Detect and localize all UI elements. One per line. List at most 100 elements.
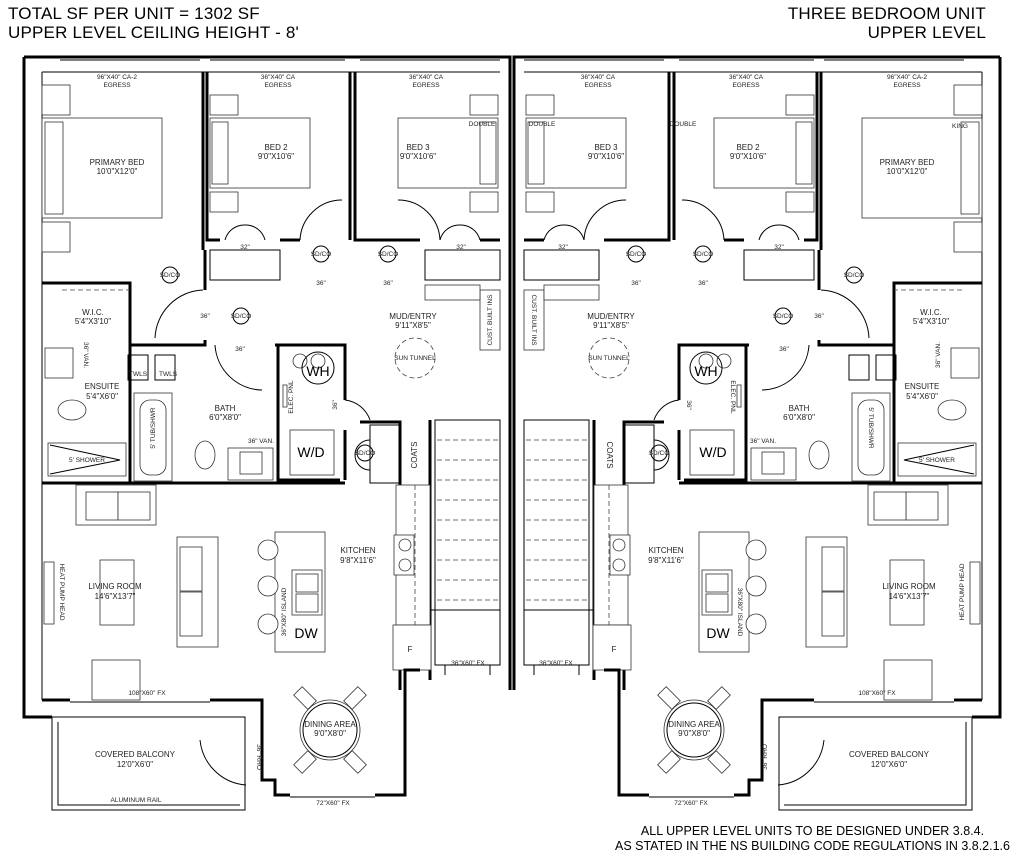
left-unit-label-living: LIVING ROOM [88, 582, 142, 591]
right-unit-label-fx-stair: 36"X60" FX [539, 660, 573, 667]
right-unit-label-kitchen-dim: 9'8"X11'6" [648, 556, 684, 565]
right-unit-label-wic-dim: 5'4"X3'10" [913, 317, 949, 326]
left-unit-label-shower: 5' SHOWER [69, 457, 105, 464]
smoke-co-detector-icon [356, 444, 374, 462]
left-unit-label-balcony-dim: 12'0"X6'0" [117, 760, 153, 769]
right-unit-label-coats: COATS [605, 442, 614, 469]
right-unit-label-van-36: 36" VAN. [935, 342, 942, 368]
right-unit-label-bed2-dim: 9'0"X10'6" [730, 152, 766, 161]
left-unit-label-closet-door: 32" [240, 244, 250, 251]
right-unit-label-wh: WH [694, 363, 717, 379]
total-sf-label: TOTAL SF PER UNIT = 1302 SF [8, 4, 260, 23]
left-unit-label-egress-bed2-size: 36"X40" CA [261, 74, 296, 81]
left-unit-label-ensuite: ENSUITE [85, 382, 120, 391]
left-unit-label-island: 36"X80" ISLAND [281, 587, 288, 636]
code-note-2: AS STATED IN THE NS BUILDING CODE REGULA… [614, 839, 1010, 853]
code-notes: ALL UPPER LEVEL UNITS TO BE DESIGNED UND… [615, 824, 1010, 854]
left-unit-label-dining: DINING AREA [304, 720, 356, 729]
right-unit-label-fridge: F [612, 645, 617, 654]
right-unit-label-bed3-size: DOUBLE [529, 121, 556, 128]
right-unit-label-balcony: COVERED BALCONY [849, 750, 930, 759]
left-unit-label-ensuite-dim: 5'4"X6'0" [86, 392, 118, 401]
left-unit-label-kitchen-dim: 9'8"X11'6" [340, 556, 376, 565]
left-unit-label-wic-dim: 5'4"X3'10" [75, 317, 111, 326]
right-unit-label-wic: W.I.C. [920, 308, 942, 317]
left-unit-label-fridge: F [408, 645, 413, 654]
right-unit-label-fx-dining: 72"X60" FX [674, 800, 708, 807]
smoke-co-detector-icon [627, 245, 645, 263]
right-unit-label-closet-door: 32" [774, 244, 784, 251]
right-unit-label-dw: DW [706, 625, 730, 641]
left-unit-label-coats: COATS [410, 442, 419, 469]
left-unit-label-rail: ALUMINUM RAIL [111, 797, 162, 804]
plan-info: TOTAL SF PER UNIT = 1302 SF UPPER LEVEL … [8, 4, 299, 42]
left-unit-label-bed3: BED 3 [406, 143, 430, 152]
left-unit-label-sdco: SD/CO [311, 251, 332, 258]
right-unit-label-tub: 5' TUB/SHWR [867, 407, 874, 449]
smoke-co-detector-icon [379, 245, 397, 263]
left-unit-label-elec-pnl: ELEC. PNL [288, 380, 295, 414]
right-unit-label-door-36: 36" [698, 280, 708, 287]
left-unit-label-bath: BATH [215, 404, 236, 413]
left-unit-label-twls: TWLS [129, 371, 148, 378]
right-unit-label-sdco: SD/CO [649, 450, 670, 457]
unit-type-label: THREE BEDROOM UNIT [787, 4, 986, 23]
right-unit-label-ensuite: ENSUITE [905, 382, 940, 391]
right-unit-label-egress-bed3-size: 36"X40" CA [581, 74, 616, 81]
right-unit-label-kitchen: KITCHEN [648, 546, 683, 555]
right-unit-label-elec-pnl: ELEC. PNL [729, 380, 736, 414]
right-unit-label-sdco: SD/CO [844, 272, 865, 279]
right-unit-label-primary-bed: PRIMARY BED [880, 158, 935, 167]
right-unit-label-egress-primary-size: 96"X40" CA-2 [887, 74, 927, 81]
right-unit-label-fx-living: 108"X60" FX [858, 690, 896, 697]
left-unit-label-heat-pump: HEAT PUMP HEAD [58, 563, 65, 620]
right-unit-label-sdco: SD/CO [626, 251, 647, 258]
left-unit-label-living-dim: 14'6"X13'7" [95, 592, 136, 601]
right-unit-label-dining-dim: 9'0"X8'0" [678, 729, 710, 738]
left-unit-label-door-36: 36" [200, 313, 210, 320]
right-unit-label-bed2-size: DOUBLE [670, 121, 697, 128]
right-unit-label-door-36: 36" [814, 313, 824, 320]
right-unit-label-egress-primary: EGRESS [893, 82, 921, 89]
left-unit-label-closet-door: 32" [456, 244, 466, 251]
left-unit-label-bed3-size: DOUBLE [469, 121, 496, 128]
left-unit-label-kitchen: KITCHEN [340, 546, 375, 555]
right-unit-label-bath: BATH [789, 404, 810, 413]
right-unit-label-egress-bed2: EGRESS [732, 82, 760, 89]
left-unit-label-sdco: SD/CO [160, 272, 181, 279]
left-unit-label-bed2: BED 2 [264, 143, 288, 152]
right-unit-label-mud: MUD/ENTRY [587, 312, 635, 321]
smoke-co-detector-icon [845, 266, 863, 284]
left-unit-label-fx-living: 108"X60" FX [128, 690, 166, 697]
right-unit-label-bath-dim: 6'0"X8'0" [783, 413, 815, 422]
smoke-co-detector-icon [694, 245, 712, 263]
right-unit-label-egress-bed3: EGRESS [584, 82, 612, 89]
left-unit-label-sun-tunnel: SUN TUNNEL [394, 355, 436, 362]
left-unit-label-sdco: SD/CO [231, 313, 252, 320]
left-unit-label-egress-primary-size: 96"X40" CA-2 [97, 74, 137, 81]
right-unit-label-sdco: SD/CO [773, 313, 794, 320]
smoke-co-detector-icon [232, 307, 250, 325]
left-unit-label-egress-bed2: EGRESS [264, 82, 292, 89]
left-unit-label-bath-dim: 6'0"X8'0" [209, 413, 241, 422]
left-unit-label-primary-bed-dim: 10'0"X12'0" [97, 167, 138, 176]
left-unit-label-sdco: SD/CO [355, 450, 376, 457]
left-unit-label-dw: DW [294, 625, 318, 641]
right-unit-label-island: 36"X80" ISLAND [736, 588, 743, 637]
left-unit-label-dining-dim: 9'0"X8'0" [314, 729, 346, 738]
right-unit-label-sun-tunnel: SUN TUNNEL [588, 355, 630, 362]
right-unit-label-primary-bed-size: KING [952, 123, 968, 130]
left-unit-label-door-36: 36" [332, 400, 339, 410]
smoke-co-detector-icon [774, 307, 792, 325]
left-unit-label-egress-bed3-size: 36"X40" CA [409, 74, 444, 81]
left-unit-label-wh: WH [306, 363, 329, 379]
right-unit-label-mud-dim: 9'11"X8'5" [593, 321, 629, 330]
smoke-co-detector-icon [650, 444, 668, 462]
ceiling-height-label: UPPER LEVEL CEILING HEIGHT - 8' [8, 23, 299, 42]
left-unit-label-bed3-dim: 9'0"X10'6" [400, 152, 436, 161]
left-unit-label-egress-bed3: EGRESS [412, 82, 440, 89]
left-unit-label-door-36: 36" [316, 280, 326, 287]
left-unit-label-twls: TWLS [159, 371, 178, 378]
